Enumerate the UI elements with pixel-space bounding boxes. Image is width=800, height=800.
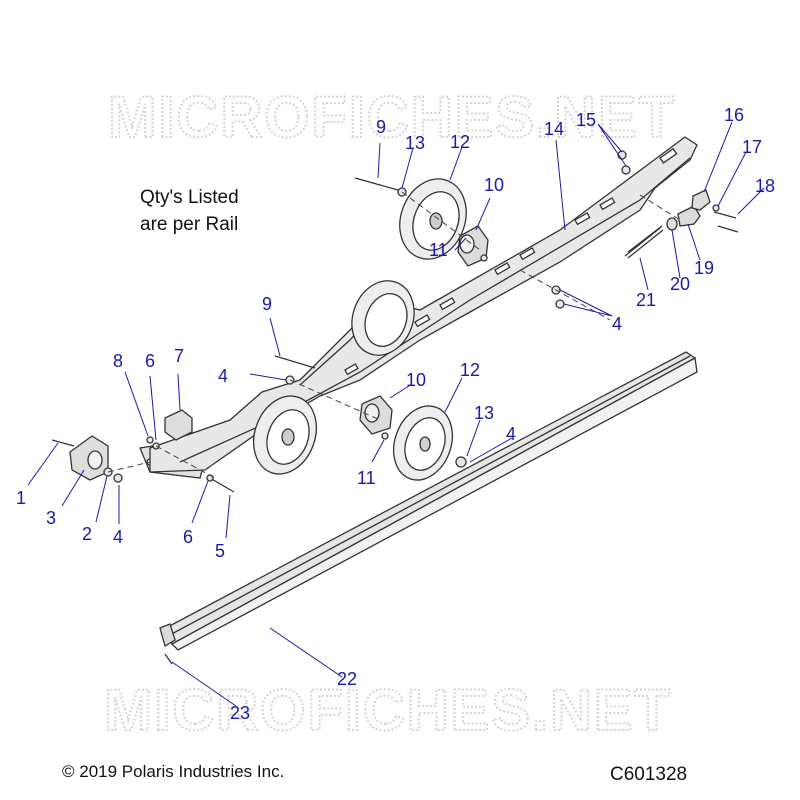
quantity-note-line-2: are per Rail — [140, 214, 239, 235]
callout-11: 11 — [357, 468, 376, 488]
callout-5: 5 — [215, 541, 225, 561]
copyright-text: © 2019 Polaris Industries Inc. — [62, 762, 285, 781]
slide-rail — [159, 351, 698, 651]
callout-10: 10 — [406, 370, 426, 390]
leader-lines — [27, 121, 765, 707]
callout-12: 12 — [450, 132, 470, 152]
callout-7: 7 — [174, 346, 184, 366]
wheel-spacer-lower — [359, 395, 393, 435]
callout-1: 1 — [16, 488, 26, 508]
watermark-bottom: MICROFICHES.NET — [104, 678, 672, 743]
callout-3: 3 — [46, 508, 56, 528]
quantity-note-line-1: Qty's Listed — [140, 187, 239, 208]
callout-4: 4 — [113, 527, 123, 547]
callout-13: 13 — [474, 403, 494, 423]
diagram-id: C601328 — [610, 764, 688, 785]
callout-13: 13 — [405, 133, 425, 153]
callout-20: 20 — [670, 274, 690, 294]
callout-8: 8 — [113, 351, 123, 371]
spring-21 — [624, 225, 664, 259]
callout-14: 14 — [544, 119, 564, 139]
callout-22: 22 — [337, 669, 357, 689]
idler-wheel-front — [253, 395, 317, 475]
callout-9: 9 — [262, 294, 272, 314]
callout-4: 4 — [506, 424, 516, 444]
bushing-19 — [677, 205, 701, 227]
callout-10: 10 — [484, 175, 504, 195]
callout-4: 4 — [218, 366, 228, 386]
bushing-20 — [666, 217, 678, 231]
callout-17: 17 — [742, 137, 762, 157]
bracket-16 — [691, 189, 711, 211]
stopper-block — [164, 409, 193, 441]
rail-end-cap — [69, 435, 109, 481]
idler-wheel-upper — [399, 178, 467, 260]
callout-6: 6 — [183, 527, 193, 547]
callout-23: 23 — [230, 703, 250, 723]
watermark-top: MICROFICHES.NET — [108, 85, 676, 150]
callout-21: 21 — [636, 290, 656, 310]
idler-wheel-middle — [351, 280, 415, 356]
callout-6: 6 — [145, 351, 155, 371]
callout-9: 9 — [376, 117, 386, 137]
callout-4: 4 — [612, 314, 622, 334]
callout-18: 18 — [755, 176, 775, 196]
idler-wheel-lower — [393, 405, 453, 481]
callouts: 1 2 3 4 4 4 4 5 6 6 7 8 9 9 10 10 11 11 … — [16, 105, 775, 723]
quantity-note: Qty's Listed are per Rail — [140, 184, 239, 238]
callout-16: 16 — [724, 105, 744, 125]
callout-12: 12 — [460, 360, 480, 380]
callout-11: 11 — [429, 240, 448, 260]
callout-15: 15 — [576, 110, 596, 130]
callout-19: 19 — [694, 258, 714, 278]
callout-2: 2 — [82, 524, 92, 544]
